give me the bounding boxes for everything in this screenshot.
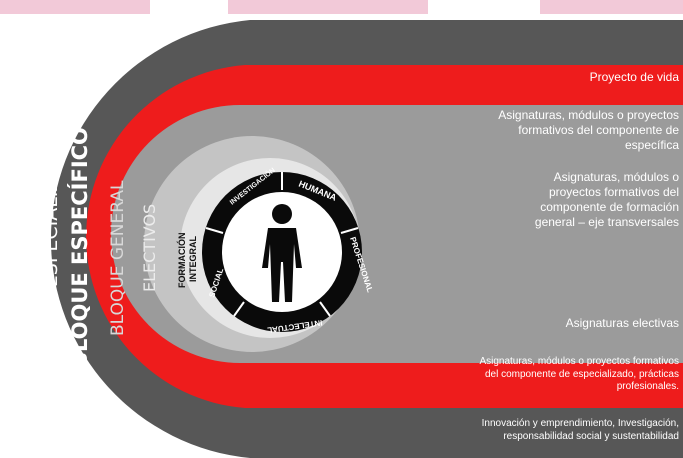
top-decoration-right bbox=[540, 0, 683, 14]
center-label-formacion: FORMACIÓN bbox=[176, 233, 187, 289]
person-silhouette-icon bbox=[262, 204, 302, 302]
band-general: Asignaturas, módulos o proyectos formati… bbox=[534, 170, 679, 229]
block-label-especifico: BLOQUE ESPECÍFICO bbox=[68, 127, 92, 368]
top-decoration-left bbox=[0, 0, 150, 14]
band-proyecto-de-vida: Proyecto de vida bbox=[589, 70, 679, 84]
center-label-integral: INTEGRAL bbox=[188, 236, 198, 283]
ring-separators bbox=[205, 172, 359, 317]
band-especializado: Asignaturas, módulos o proyectos formati… bbox=[479, 356, 679, 392]
band-electivas: Asignaturas electivas bbox=[565, 316, 679, 330]
block-label-electivos: ELECTIVOS bbox=[140, 203, 159, 292]
band-especifica: Asignaturas, módulos o proyectos formati… bbox=[498, 108, 679, 152]
top-decoration-mid bbox=[228, 0, 428, 14]
block-label-especializado: BLOQUE ESPECIALIZADO bbox=[40, 136, 62, 372]
band-innovacion: Innovación y emprendimiento, Investigaci… bbox=[481, 418, 679, 442]
block-label-general: BLOQUE GENERAL bbox=[108, 180, 128, 336]
